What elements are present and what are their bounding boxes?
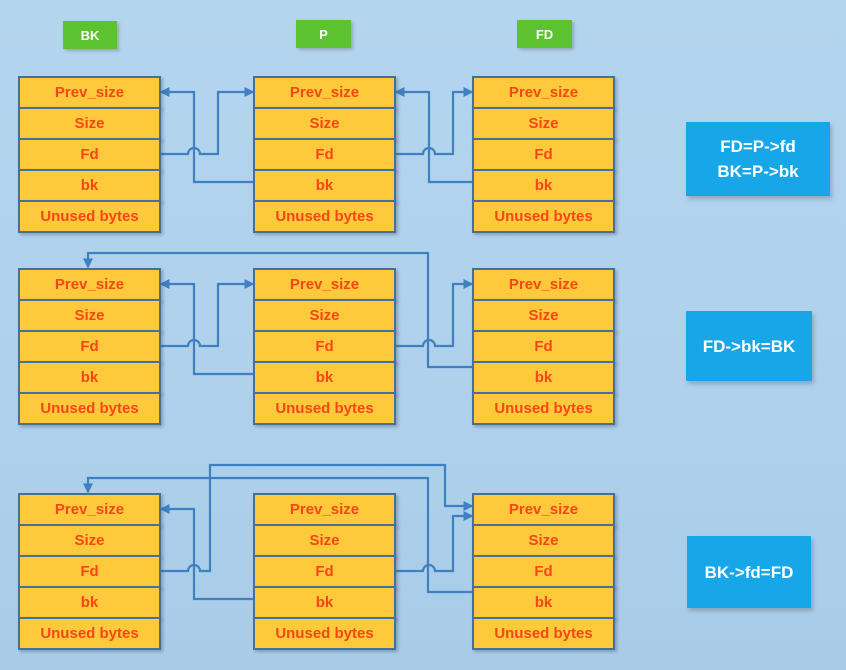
field-prev-size: Prev_size <box>18 493 161 526</box>
field-prev-size: Prev_size <box>253 493 396 526</box>
field-bk: bk <box>253 169 396 202</box>
field-prev-size: Prev_size <box>18 76 161 109</box>
annotation-after-bk-fd-assignment: BK->fd=FD <box>687 536 811 608</box>
field-unused-bytes: Unused bytes <box>472 200 615 233</box>
field-unused-bytes: Unused bytes <box>18 392 161 425</box>
field-unused-bytes: Unused bytes <box>18 617 161 650</box>
field-size: Size <box>472 299 615 332</box>
field-unused-bytes: Unused bytes <box>472 617 615 650</box>
field-fd: Fd <box>472 138 615 171</box>
annotation-after-fd-bk-assignment: FD->bk=BK <box>686 311 812 381</box>
arrow-p-fd-row3 <box>396 511 474 573</box>
arrow-p-bk-row1 <box>159 87 253 184</box>
field-bk: bk <box>18 361 161 394</box>
field-size: Size <box>18 524 161 557</box>
field-fd: Fd <box>253 138 396 171</box>
arrow-p-bk-row3 <box>159 504 253 601</box>
field-fd: Fd <box>18 555 161 588</box>
pointer-label-bk: BK <box>63 21 117 49</box>
field-unused-bytes: Unused bytes <box>253 392 396 425</box>
field-fd: Fd <box>18 330 161 363</box>
field-unused-bytes: Unused bytes <box>253 617 396 650</box>
arrow-p-bk-row2 <box>159 279 253 376</box>
arrow-p-fd-row1 <box>396 87 474 156</box>
field-fd: Fd <box>472 555 615 588</box>
field-prev-size: Prev_size <box>18 268 161 301</box>
field-unused-bytes: Unused bytes <box>18 200 161 233</box>
field-size: Size <box>253 524 396 557</box>
field-bk: bk <box>472 586 615 619</box>
field-size: Size <box>18 107 161 140</box>
field-size: Size <box>472 524 615 557</box>
annotation-line: FD=P->fd <box>720 137 796 156</box>
arrow-bk-fd-row2 <box>161 279 255 348</box>
field-size: Size <box>18 299 161 332</box>
field-size: Size <box>253 299 396 332</box>
field-bk: bk <box>18 586 161 619</box>
field-fd: Fd <box>18 138 161 171</box>
field-size: Size <box>253 107 396 140</box>
field-bk: bk <box>253 586 396 619</box>
field-size: Size <box>472 107 615 140</box>
pointer-label-p: P <box>296 20 351 48</box>
field-fd: Fd <box>472 330 615 363</box>
arrow-p-fd-row2 <box>396 279 474 348</box>
field-prev-size: Prev_size <box>472 493 615 526</box>
field-prev-size: Prev_size <box>253 76 396 109</box>
annotation-line: BK=P->bk <box>717 162 799 181</box>
field-bk: bk <box>472 169 615 202</box>
field-bk: bk <box>472 361 615 394</box>
field-fd: Fd <box>253 330 396 363</box>
field-unused-bytes: Unused bytes <box>253 200 396 233</box>
field-prev-size: Prev_size <box>472 268 615 301</box>
annotation-line: BK->fd=FD <box>704 562 794 582</box>
field-prev-size: Prev_size <box>253 268 396 301</box>
arrow-fd-bk-row1 <box>394 87 472 184</box>
arrow-bk-fd-row1 <box>161 87 255 156</box>
field-fd: Fd <box>253 555 396 588</box>
annotation-line: FD->bk=BK <box>702 336 796 356</box>
field-bk: bk <box>18 169 161 202</box>
pointer-label-fd: FD <box>517 20 572 48</box>
field-prev-size: Prev_size <box>472 76 615 109</box>
field-unused-bytes: Unused bytes <box>472 392 615 425</box>
field-bk: bk <box>253 361 396 394</box>
